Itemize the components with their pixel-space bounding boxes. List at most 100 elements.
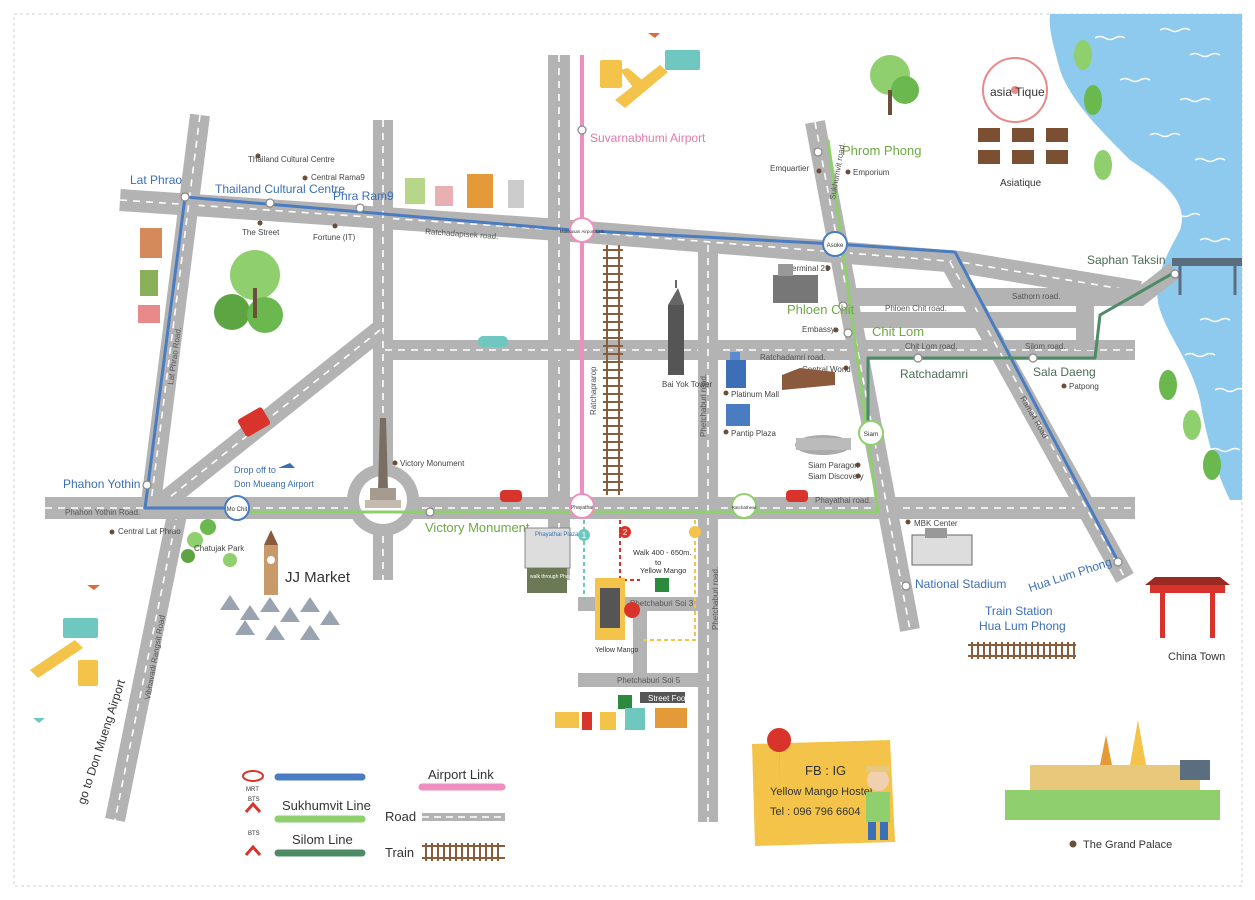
jj-market-tents [220,595,340,640]
label-suvarnabhumi-airport: Suvarnabhumi Airport [590,131,706,145]
svg-text:BTS: BTS [248,831,260,837]
label-chit-lom: Chit Lom [872,324,924,339]
poi-grand-palace: The Grand Palace [1083,839,1172,851]
silom-line [866,270,1176,432]
central-world-icon [782,368,835,390]
label-phayathai-plaza: Phayathai Plaza [535,532,579,538]
legend-silom: Silom Line [292,832,353,847]
svg-text:Asoke: Asoke [827,243,844,249]
svg-text:MRT: MRT [246,787,259,793]
mbk-center-icon [911,528,973,566]
jj-market-clock-tower [264,530,278,595]
label-china-town: China Town [1168,651,1225,663]
siam-paragon-icon [795,435,851,455]
legend-train: Train [385,845,414,860]
makkasan-badge: Makkasan Airport Link [560,217,605,243]
park-trees-top [870,55,919,115]
river-trees [1074,40,1221,480]
contact-social: FB : IG [805,763,846,778]
poi-embassy: Embassy [802,325,835,334]
label-walk-to: to [655,558,661,567]
location-pin-icon [624,602,641,642]
points-of-interest: Thailand Cultural Centre Central Rama9 T… [109,153,1172,851]
svg-text:Siam: Siam [864,431,879,438]
grand-palace-illustration [1005,720,1220,820]
poi-central-world: Central World [802,365,851,374]
label-walk-dest: Yellow Mango [640,566,686,575]
svg-text:Silom road.: Silom road. [1025,342,1065,351]
asoke-badge: Asoke [822,231,848,257]
poi-patpong: Patpong [1069,382,1099,391]
poi-bai-yok-tower: Bai Yok Tower [662,380,712,389]
label-thailand-cultural-centre: Thailand Cultural Centre [215,182,345,196]
svg-text:Makkasan Airport Link: Makkasan Airport Link [560,229,605,234]
railway-track [603,245,623,495]
victory-monument-icon [365,418,401,508]
ratchathewi-badge: Ratchathewi [731,493,757,519]
siam-badge: Siam [858,420,884,446]
svg-text:1: 1 [582,531,587,540]
svg-text:Phetchaburi Soi 3: Phetchaburi Soi 3 [630,599,694,608]
asiatique-houses [978,128,1068,164]
china-town-gate [1145,577,1230,638]
svg-text:2: 2 [623,528,628,537]
legend-sukhumvit: Sukhumvit Line [282,798,371,813]
svg-text:Ratchaprarop: Ratchaprarop [589,366,598,415]
exit-1-marker: 1 [578,529,590,541]
phayathai-plaza-sign [524,527,571,593]
label-train-station: Train Station [985,604,1053,618]
sukhumvit-line [237,139,880,514]
label-asiatique: Asiatique [1000,178,1042,189]
asiatique-ferris-wheel [982,57,1048,123]
pantip-plaza-icon [726,404,750,426]
airplane-icon-dropoff [278,463,295,468]
poi-thailand-cultural-centre: Thailand Cultural Centre [248,155,335,164]
label-lat-phrao: Lat Phrao [130,173,182,187]
street-food-icons [555,692,687,730]
label-hua-lum-phong-station: Hua Lum Phong [1027,555,1114,595]
legend-airport-link: Airport Link [428,767,494,782]
seven-eleven-icon [655,578,669,592]
mrt-line-west [143,196,237,510]
poi-terminal21: Terminal 21 [788,264,830,273]
bai-yok-tower-icon [668,280,684,375]
bts-logo-2 [244,844,262,856]
label-national-stadium: National Stadium [915,577,1006,591]
svg-text:Phloen Chit road.: Phloen Chit road. [885,304,947,313]
train-track-icon [968,642,1076,659]
label-hua-lum-phong-place: Hua Lum Phong [979,619,1066,633]
backpacker-illustration [866,766,890,840]
buildings-top-left [138,174,524,323]
mrt-logo [242,770,264,782]
contact-card: FB : IG Yellow Mango Hostel Tel : 096 79… [752,728,895,846]
label-victory-monument-station: Victory Monument [425,520,530,535]
saphan-taksin-bridge [1172,258,1242,295]
poi-emquartier: Emquartier [770,164,809,173]
park-trees-left [214,250,283,333]
exit-2-marker: 2 [619,526,631,538]
map-legend: MRT BTS Sukhumvit Line BTS Silom Line Ai… [242,767,506,861]
label-phra-ram9: Phra Ram9 [333,189,394,203]
label-walk-400: Walk 400 - 650m. [633,548,692,557]
svg-text:BTS: BTS [248,797,260,803]
contact-tel: Tel : 096 796 6604 [770,806,861,818]
bts-logo-1 [244,801,262,813]
poi-platinum-mall: Platinum Mall [731,390,779,399]
station-dots [142,125,1180,591]
svg-text:Chit Lom road.: Chit Lom road. [905,342,957,351]
chao-phraya-river [1049,14,1242,500]
label-ratchadamri: Ratchadamri [900,367,968,381]
poi-victory-monument: Victory Monument [400,459,465,468]
poi-the-street: The Street [242,228,280,237]
contact-name: Yellow Mango Hostel [770,786,872,798]
poi-fortune: Fortune (IT) [313,233,356,242]
svg-text:Mo Chit: Mo Chit [227,507,248,513]
river-waves [1094,27,1246,453]
label-phahon-yothin: Phahon Yothin [63,477,140,491]
poi-central-lat-phrao: Central Lat Phrao [118,527,181,536]
yellow-mango-building [595,578,625,640]
airplane-illustration-left [30,585,100,723]
platinum-mall-icon [726,352,746,388]
yellow-marker [689,526,701,538]
svg-text:Phahon Yothin Road.: Phahon Yothin Road. [65,508,140,517]
